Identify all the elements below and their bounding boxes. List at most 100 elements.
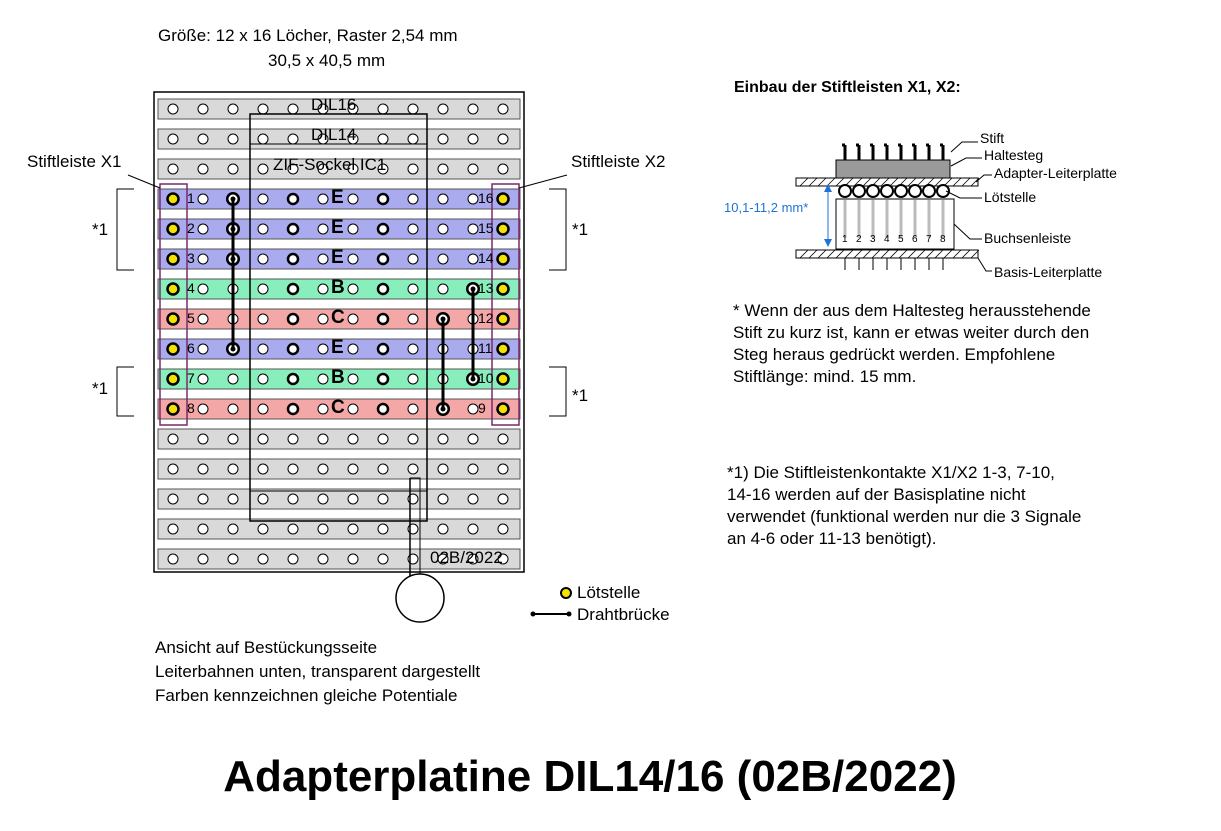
pin-number-left: 8: [187, 400, 195, 416]
haltesteg-bar: [835, 159, 951, 179]
label-adapter: Adapter-Leiterplatte: [994, 165, 1117, 181]
bracket-left-bottom: [116, 366, 134, 417]
board-dimensions-text: 30,5 x 40,5 mm: [268, 51, 386, 70]
strip-group: [157, 98, 521, 570]
header-x2-label: Stiftleiste X2: [571, 152, 666, 171]
hole: [197, 133, 209, 145]
hole: [376, 372, 390, 386]
solder-point: [166, 222, 180, 236]
hole: [227, 433, 239, 445]
footnote-marker-left-bottom: *1: [92, 379, 109, 398]
hole: [407, 133, 419, 145]
copper-strip: [157, 188, 521, 210]
solder-joints: [838, 184, 950, 198]
hole: [317, 193, 329, 205]
hole: [317, 463, 329, 475]
hole: [347, 313, 359, 325]
hole: [497, 523, 509, 535]
hole: [376, 282, 390, 296]
hole: [467, 403, 479, 415]
pin-number-left: 3: [187, 250, 195, 266]
hole: [257, 463, 269, 475]
hole: [437, 463, 449, 475]
footnote-marker-left-top: *1: [92, 220, 109, 239]
note-unused-3: verwendet (funktional werden nur die 3 S…: [727, 507, 1082, 526]
pin-number-right: 9: [478, 400, 486, 416]
legend-solder-icon: [560, 587, 572, 599]
hole: [287, 463, 299, 475]
hole: [286, 192, 300, 206]
hole: [407, 193, 419, 205]
hole: [497, 553, 509, 565]
install-diagram: [795, 141, 992, 272]
hole: [227, 463, 239, 475]
copper-strip: [157, 398, 521, 420]
hole: [197, 403, 209, 415]
hole: [467, 253, 479, 265]
hole: [467, 493, 479, 505]
hole: [317, 373, 329, 385]
copper-strip: [157, 128, 521, 150]
socket-pin-number: 7: [926, 234, 932, 245]
hole: [497, 433, 509, 445]
x2-leader: [518, 174, 568, 189]
potential-letter: E: [331, 187, 344, 208]
header-x2-outline: [491, 183, 520, 426]
hole: [317, 223, 329, 235]
solder-joint: [936, 184, 950, 198]
socket-pin-number: 1: [842, 234, 848, 245]
pin-number-left: 5: [187, 310, 195, 326]
view-note-2: Leiterbahnen unten, transparent dargeste…: [155, 662, 481, 681]
pin-number-right: 16: [478, 190, 494, 206]
hole: [197, 373, 209, 385]
hole: [197, 163, 209, 175]
hole: [437, 223, 449, 235]
copper-strip: [157, 278, 521, 300]
solder-point: [496, 222, 510, 236]
hole: [407, 283, 419, 295]
hole: [497, 493, 509, 505]
hole: [497, 463, 509, 475]
hole: [407, 373, 419, 385]
pin-number-left: 4: [187, 280, 195, 296]
copper-strip: [157, 98, 521, 120]
hole: [437, 553, 449, 565]
hole: [347, 433, 359, 445]
pin-number-left: 2: [187, 220, 195, 236]
hole: [317, 343, 329, 355]
dil14-outline: [249, 143, 428, 492]
label-haltesteg: Haltesteg: [984, 147, 1044, 163]
solder-point: [496, 192, 510, 206]
hole: [197, 463, 209, 475]
solder-joint: [838, 184, 852, 198]
hole: [467, 103, 479, 115]
socket-label-zif: ZIF-Sockel IC1: [273, 155, 387, 174]
legend-wire-label: Drahtbrücke: [577, 605, 670, 624]
solder-joint: [880, 184, 894, 198]
hole: [437, 433, 449, 445]
potential-letter: E: [331, 337, 344, 358]
hole: [257, 163, 269, 175]
wire-bridge-ends: [226, 192, 480, 416]
hole: [287, 133, 299, 145]
hole: [437, 253, 449, 265]
solder-point: [496, 282, 510, 296]
hole: [376, 252, 390, 266]
hole: [167, 163, 179, 175]
hole: [167, 433, 179, 445]
hole: [407, 163, 419, 175]
view-note-3: Farben kennzeichnen gleiche Potentiale: [155, 686, 458, 705]
solder-joint: [922, 184, 936, 198]
bracket-right-top: [549, 188, 567, 271]
copper-strip: [157, 308, 521, 330]
hole: [377, 523, 389, 535]
note-pins-3: Steg heraus gedrückt werden. Empfohlene: [733, 345, 1056, 364]
hole: [347, 463, 359, 475]
solder-point: [166, 192, 180, 206]
hole: [257, 103, 269, 115]
footer-title: Adapterplatine DIL14/16 (02B/2022): [223, 752, 957, 801]
hole: [286, 282, 300, 296]
note-pins-2: Stift zu kurz ist, kann er etwas weiter …: [733, 323, 1090, 342]
hole: [287, 523, 299, 535]
